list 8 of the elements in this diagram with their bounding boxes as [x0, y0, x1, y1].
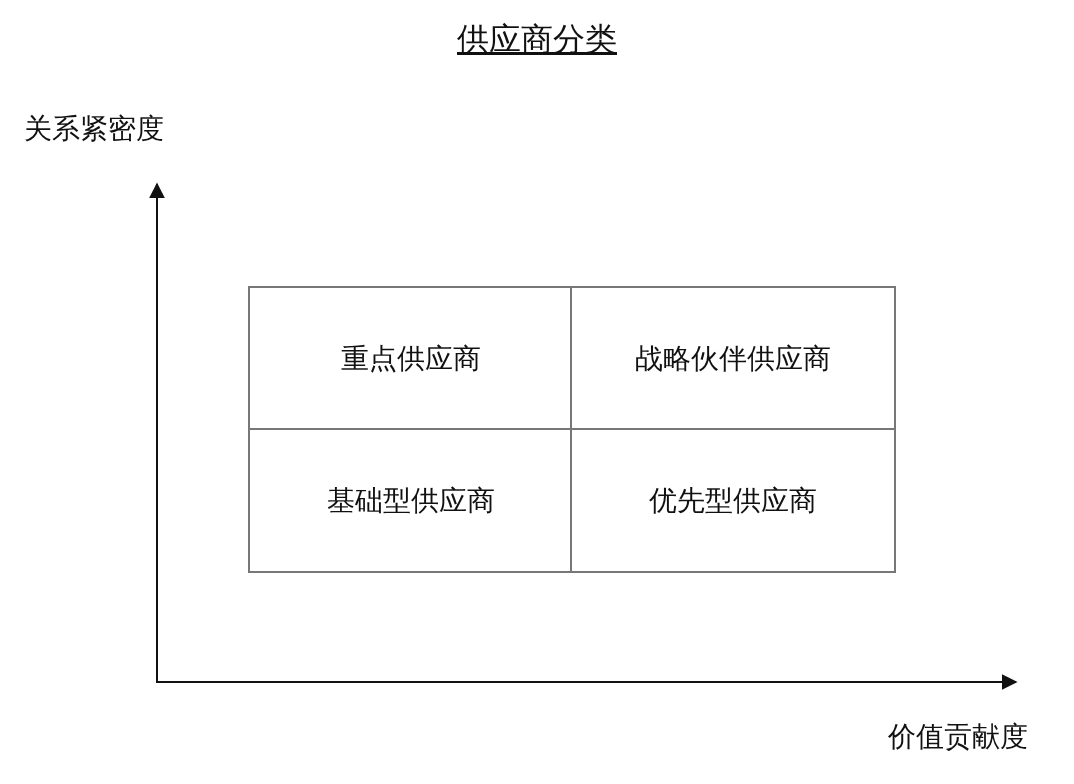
- cell-text: 基础型供应商: [327, 482, 495, 519]
- axis-label: 价值贡献度: [888, 719, 1028, 755]
- cell-text: 重点供应商: [341, 340, 481, 377]
- matrix-cell: [570, 428, 896, 573]
- axis-label: 关系紧密度: [24, 111, 164, 147]
- matrix-cell: [570, 286, 896, 431]
- cell-text: 战略伙伴供应商: [635, 340, 831, 377]
- cell-text: 优先型供应商: [649, 482, 817, 519]
